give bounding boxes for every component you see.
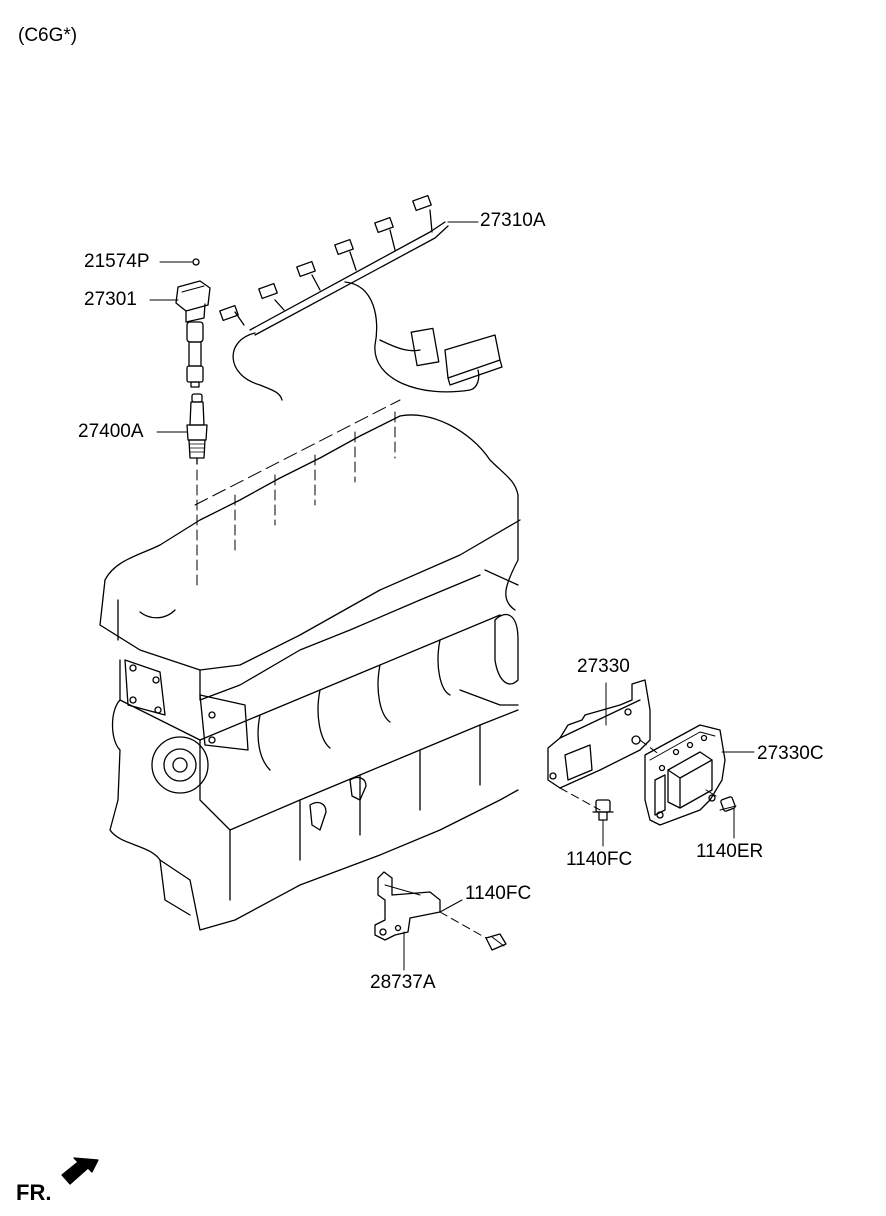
callout-harness: 27310A bbox=[480, 210, 546, 231]
bolt-1140FC-upper bbox=[592, 799, 614, 821]
bracket-27330 bbox=[547, 679, 661, 811]
callout-lower-bracket: 28737A bbox=[370, 972, 436, 993]
ignition-coil-27301 bbox=[175, 258, 211, 388]
callout-bolt-lower: 1140FC bbox=[465, 883, 532, 904]
spark-plug-27400A bbox=[186, 393, 208, 465]
callout-bracket: 27330 bbox=[577, 656, 630, 677]
callout-bolt-bracket: 1140FC bbox=[566, 849, 633, 870]
control-unit-27330C bbox=[644, 724, 726, 826]
bolt-1140FC-lower bbox=[439, 911, 507, 951]
front-direction-arrow-icon bbox=[61, 1157, 99, 1185]
front-label: FR. bbox=[16, 1180, 52, 1205]
callout-ignition-coil: 27301 bbox=[84, 289, 137, 310]
callout-control-unit: 27330C bbox=[757, 743, 824, 764]
variant-code: (C6G*) bbox=[18, 25, 78, 46]
callout-spark-plug: 27400A bbox=[78, 421, 144, 442]
leader-lines bbox=[149, 221, 755, 971]
bolt-1140ER bbox=[705, 789, 737, 812]
callout-bolt-unit: 1140ER bbox=[696, 841, 764, 862]
lower-bracket-28737A bbox=[374, 871, 441, 941]
wiring-harness-27310A bbox=[219, 194, 503, 401]
engine-block bbox=[99, 399, 521, 931]
callout-plug-seal: 21574P bbox=[84, 251, 150, 272]
